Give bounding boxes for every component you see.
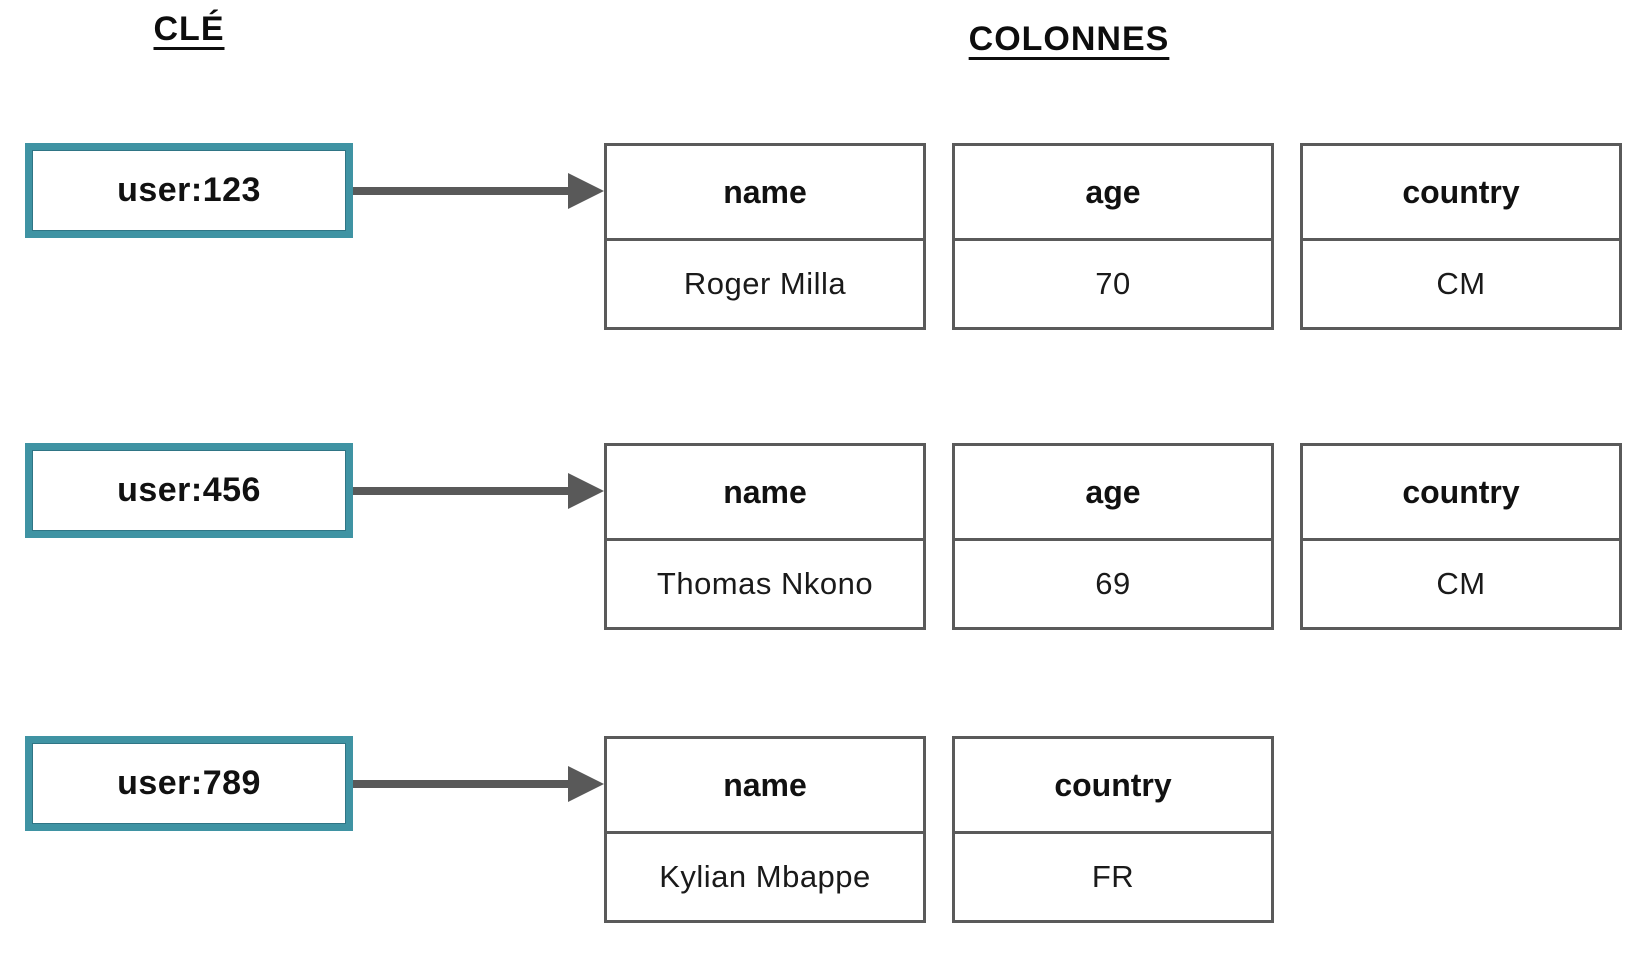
column-box-country: country FR (952, 736, 1274, 923)
column-box-age: age 70 (952, 143, 1274, 330)
column-header: country (1303, 446, 1619, 541)
column-value: FR (1091, 859, 1135, 894)
key-label: user:456 (117, 471, 261, 509)
column-box-country: country CM (1300, 143, 1622, 330)
column-value: Thomas Nkono (656, 566, 874, 601)
column-value: Roger Milla (683, 266, 847, 301)
arrow-head (568, 173, 604, 209)
column-header: name (607, 446, 923, 541)
column-header: country (955, 739, 1271, 834)
column-value: CM (1436, 266, 1486, 301)
arrow-shaft (353, 487, 570, 495)
arrow-head (568, 766, 604, 802)
column-value: CM (1436, 566, 1486, 601)
arrow-shaft (353, 187, 570, 195)
columns-section-title: COLONNES (968, 20, 1170, 58)
record-row: user:789 name Kylian Mbappe country FR (0, 736, 1652, 936)
column-box-name: name Kylian Mbappe (604, 736, 926, 923)
arrow-right-icon (353, 736, 604, 831)
column-box-name: name Thomas Nkono (604, 443, 926, 630)
arrow-right-icon (353, 443, 604, 538)
column-value: Kylian Mbappe (659, 859, 871, 894)
key-box: user:456 (25, 443, 353, 538)
key-label: user:789 (117, 764, 261, 802)
record-row: user:456 name Thomas Nkono age 69 countr… (0, 443, 1652, 643)
column-header: name (607, 739, 923, 834)
key-label: user:123 (117, 171, 261, 209)
column-box-country: country CM (1300, 443, 1622, 630)
column-box-age: age 69 (952, 443, 1274, 630)
key-section-title: CLÉ (153, 10, 225, 48)
column-value: 69 (1095, 566, 1131, 601)
arrow-right-icon (353, 143, 604, 238)
column-value: 70 (1095, 266, 1131, 301)
arrow-shaft (353, 780, 570, 788)
column-header: name (607, 146, 923, 241)
record-row: user:123 name Roger Milla age 70 country… (0, 143, 1652, 343)
column-header: age (955, 146, 1271, 241)
key-box: user:789 (25, 736, 353, 831)
column-box-name: name Roger Milla (604, 143, 926, 330)
arrow-head (568, 473, 604, 509)
column-header: age (955, 446, 1271, 541)
key-box: user:123 (25, 143, 353, 238)
column-header: country (1303, 146, 1619, 241)
